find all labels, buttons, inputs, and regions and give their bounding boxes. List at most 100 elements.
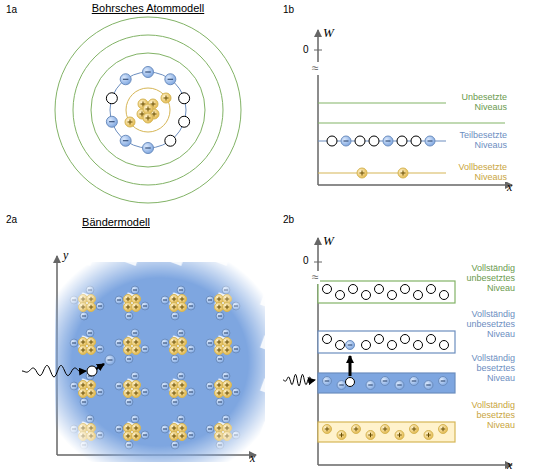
plus-sign: [91, 297, 92, 302]
proton: [381, 425, 390, 434]
minus-sign: [173, 445, 177, 446]
minus-sign: [127, 445, 131, 446]
electron: [96, 345, 104, 353]
electron: [346, 341, 355, 350]
electron: [120, 74, 131, 85]
electron: [80, 441, 88, 449]
proton: [352, 425, 361, 434]
electron: [125, 355, 133, 363]
minus-sign: [117, 300, 121, 301]
orbit: [91, 53, 205, 167]
level-label: Vollständig unbesetztes Niveau: [458, 309, 516, 339]
minus-sign: [145, 72, 151, 73]
proton: [410, 425, 419, 434]
electron: [141, 302, 149, 310]
x-axis: [318, 184, 512, 186]
minus-sign: [82, 316, 86, 317]
plus-sign: [83, 348, 84, 353]
minus-sign: [168, 79, 174, 80]
minus-sign: [179, 376, 183, 377]
electron: [177, 286, 185, 294]
electron: [115, 382, 123, 390]
minus-sign: [72, 429, 76, 430]
plus-sign: [174, 383, 175, 388]
electron: [341, 136, 351, 146]
electron: [381, 377, 390, 386]
plus-sign: [166, 96, 167, 101]
plus-sign: [174, 340, 175, 345]
plus-sign: [128, 348, 129, 353]
hole: [401, 335, 410, 344]
minus-sign: [325, 381, 330, 382]
electron: [115, 425, 123, 433]
electron: [70, 296, 78, 304]
electron: [323, 377, 332, 386]
minus-sign: [173, 316, 177, 317]
electron: [206, 425, 214, 433]
electron: [86, 415, 94, 423]
electron: [143, 143, 154, 154]
electron: [96, 431, 104, 439]
proton: [132, 389, 141, 398]
plus-sign: [219, 383, 220, 388]
electron: [206, 339, 214, 347]
level-label: 1b: [283, 4, 294, 15]
minus-sign: [179, 290, 183, 291]
minus-sign: [383, 381, 388, 382]
electron: [161, 339, 169, 347]
plus-sign: [91, 348, 92, 353]
proton: [223, 303, 232, 312]
hole: [87, 366, 97, 376]
minus-sign: [218, 402, 222, 403]
minus-sign: [179, 419, 183, 420]
hole: [388, 291, 397, 300]
minus-sign: [127, 402, 131, 403]
minus-sign: [189, 306, 193, 307]
plus-sign: [83, 297, 84, 302]
plus-sign: [227, 434, 228, 439]
minus-sign: [234, 349, 238, 350]
minus-sign: [189, 392, 193, 393]
electron: [131, 329, 139, 337]
electron: [70, 339, 78, 347]
minus-sign: [426, 385, 431, 386]
excitation-arrow: [96, 364, 104, 369]
hole: [323, 285, 332, 294]
minus-sign: [72, 343, 76, 344]
electron: [125, 398, 133, 406]
hole: [414, 291, 423, 300]
minus-sign: [98, 349, 102, 350]
plus-sign: [219, 426, 220, 431]
plus-sign: [219, 340, 220, 345]
panel-title: Bändermodell: [66, 216, 166, 228]
minus-sign: [98, 306, 102, 307]
proton: [178, 389, 187, 398]
plus-sign: [219, 348, 220, 353]
minus-sign: [127, 359, 131, 360]
electron: [216, 441, 224, 449]
axis-label: W: [323, 26, 334, 41]
plus-sign: [154, 112, 155, 117]
axis-label: x: [250, 452, 255, 465]
lattice-gaps: [55, 262, 265, 462]
plus-sign: [174, 297, 175, 302]
electron: [232, 302, 240, 310]
proton: [87, 346, 96, 355]
minus-sign: [441, 381, 446, 382]
electron: [206, 296, 214, 304]
plus-sign: [83, 305, 84, 310]
electron: [80, 398, 88, 406]
minus-sign: [108, 360, 113, 361]
proton: [366, 431, 375, 440]
band: [318, 281, 455, 303]
plus-sign: [136, 348, 137, 353]
plus-sign: [385, 427, 386, 432]
plus-sign: [91, 383, 92, 388]
photon-wave: [22, 366, 86, 378]
panel-title: Bohrsches Atommodell: [48, 2, 248, 14]
plus-sign: [136, 297, 137, 302]
electron: [171, 355, 179, 363]
plus-sign: [356, 427, 357, 432]
proton: [161, 93, 171, 103]
